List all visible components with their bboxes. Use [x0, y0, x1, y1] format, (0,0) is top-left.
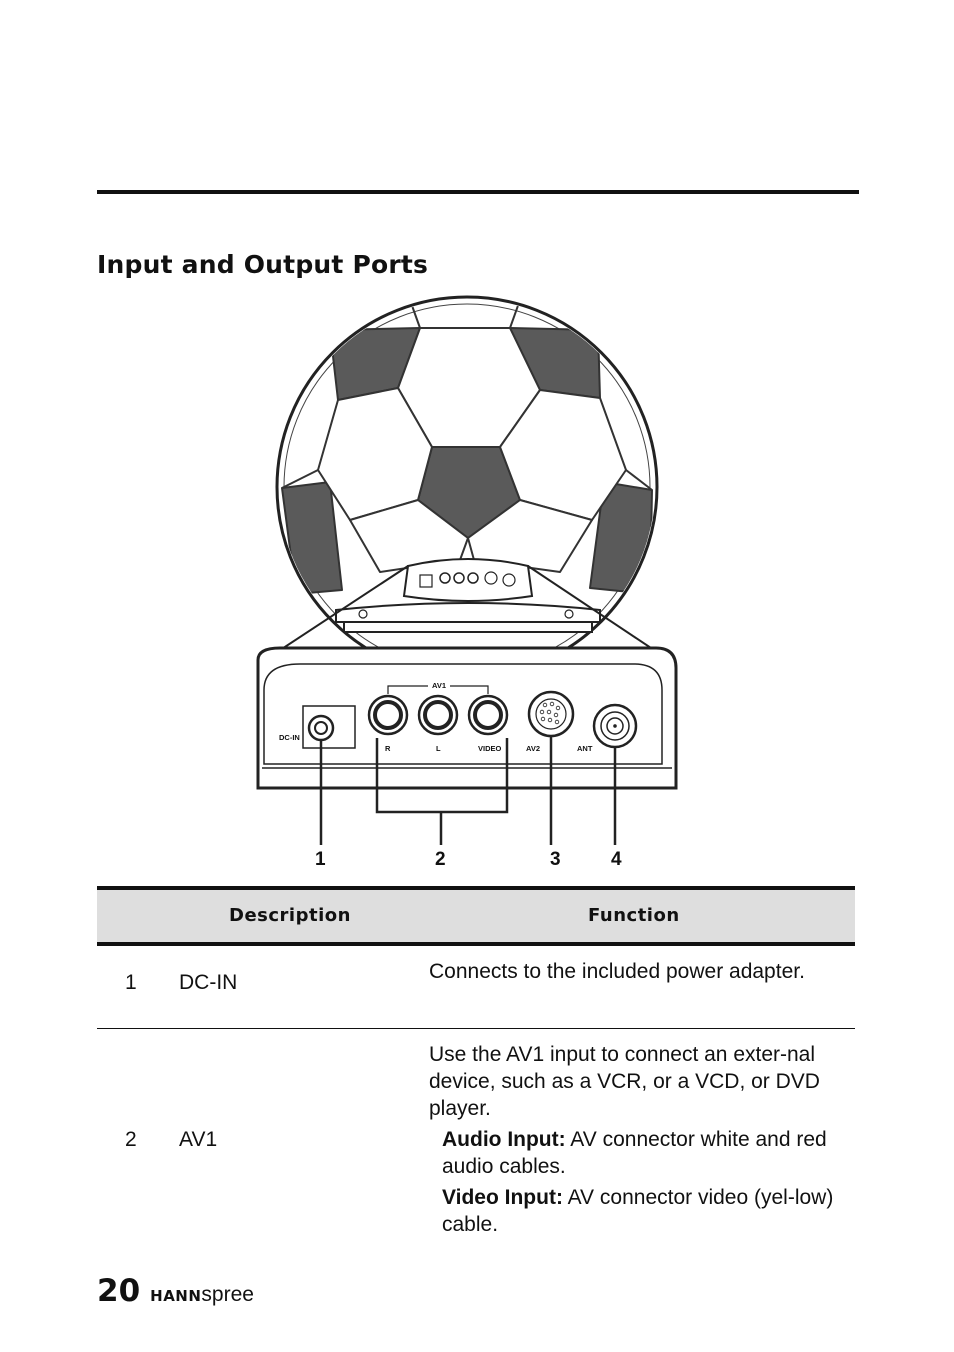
stand: [335, 602, 601, 633]
soccer-ball-tv-illustration: [275, 295, 659, 679]
row-number: 2: [125, 1128, 137, 1151]
callout-4: 4: [611, 849, 622, 870]
table-row: 2 AV1 Use the AV1 input to connect an ex…: [97, 1029, 855, 1249]
header-description: Description: [229, 905, 351, 926]
header-function: Function: [588, 905, 680, 926]
ports-table: Description Function 1 DC-IN Connects to…: [97, 886, 855, 1249]
zoom-lines: [261, 565, 673, 663]
rca-jacks: [367, 694, 509, 736]
table-row: 1 DC-IN Connects to the included power a…: [97, 946, 855, 1029]
ports-diagram: DC-IN AV1 R L VIDEO: [250, 295, 690, 880]
audio-input-text: AV connector white and red audio cables.: [442, 1128, 827, 1178]
r-label: R: [385, 744, 391, 753]
row-function: Connects to the included power adapter.: [429, 960, 805, 983]
rear-panel-miniature: [402, 558, 534, 602]
av1-label: AV1: [432, 681, 446, 690]
audio-input-note: Audio Input: AV connector white and red …: [442, 1126, 849, 1180]
page-footer: 20 HANNspree: [97, 1273, 254, 1309]
table-header: Description Function: [97, 886, 855, 946]
ant-label: ANT: [577, 744, 593, 753]
l-label: L: [436, 744, 441, 753]
brand-logo: HANNspree: [150, 1283, 254, 1307]
callout-2: 2: [435, 849, 446, 870]
row-description: AV1: [179, 1128, 218, 1151]
leader-lines: [319, 736, 617, 845]
row-function: Use the AV1 input to connect an exter-na…: [429, 1041, 849, 1238]
section-heading: Input and Output Ports: [97, 250, 429, 279]
av2-port: [527, 690, 575, 738]
brand-light: spree: [201, 1283, 254, 1306]
callout-1: 1: [315, 849, 326, 870]
row-number: 1: [125, 971, 137, 994]
video-label: VIDEO: [478, 744, 502, 753]
top-rule: [97, 190, 859, 194]
enlarged-rear-panel: DC-IN AV1 R L VIDEO: [256, 646, 678, 790]
ant-port: [592, 703, 638, 749]
av1-intro: Use the AV1 input to connect an exter-na…: [429, 1043, 820, 1120]
video-input-note: Video Input: AV connector video (yel-low…: [442, 1184, 849, 1238]
callout-3: 3: [550, 849, 561, 870]
row-description: DC-IN: [179, 971, 238, 994]
video-input-text: AV connector video (yel-low) cable.: [442, 1186, 834, 1236]
audio-input-label: Audio Input:: [442, 1128, 566, 1151]
brand-strong: HANN: [150, 1287, 202, 1305]
page-number: 20: [97, 1273, 141, 1309]
dc-in-label: DC-IN: [279, 733, 300, 742]
av2-label: AV2: [526, 744, 540, 753]
video-input-label: Video Input:: [442, 1186, 563, 1209]
